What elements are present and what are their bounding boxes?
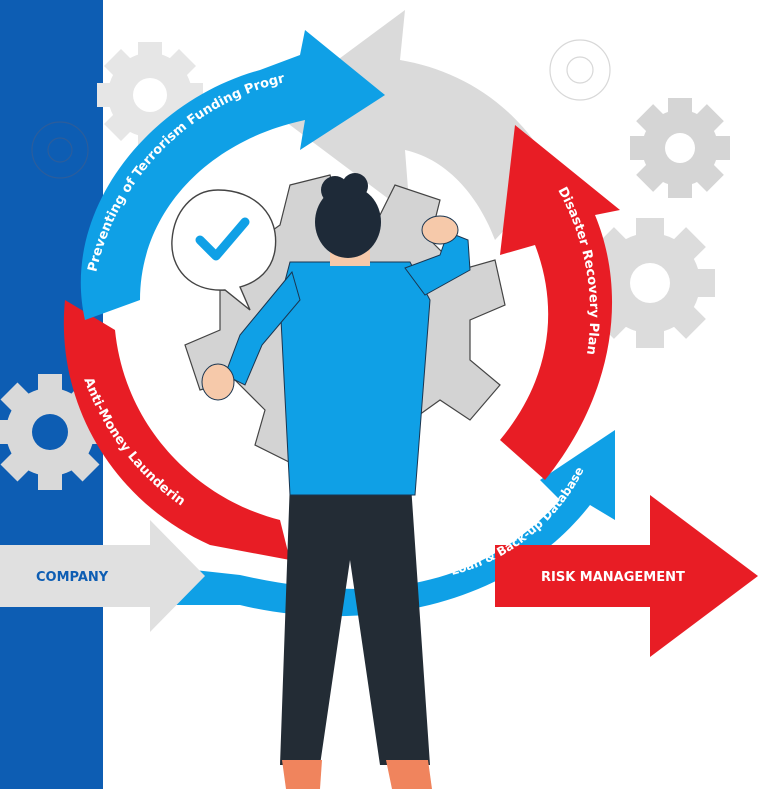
gear-outline-icon xyxy=(549,39,611,101)
red-arrow-aml xyxy=(63,300,290,560)
gear-outline-icon xyxy=(31,121,89,179)
gear-icon xyxy=(585,218,715,348)
risk-management-label: RISK MANAGEMENT xyxy=(541,570,685,585)
gear-icon xyxy=(630,98,730,198)
company-label: COMPANY xyxy=(36,570,109,585)
check-icon xyxy=(195,217,250,261)
risk-management-arrow xyxy=(495,495,758,657)
company-arrow xyxy=(0,520,205,632)
man-figure xyxy=(201,173,471,789)
blue-arrow-loan xyxy=(103,430,615,617)
red-arrow-disaster xyxy=(500,125,620,480)
check-bubble xyxy=(171,189,277,311)
blue-arrow-terrorism xyxy=(80,30,385,320)
